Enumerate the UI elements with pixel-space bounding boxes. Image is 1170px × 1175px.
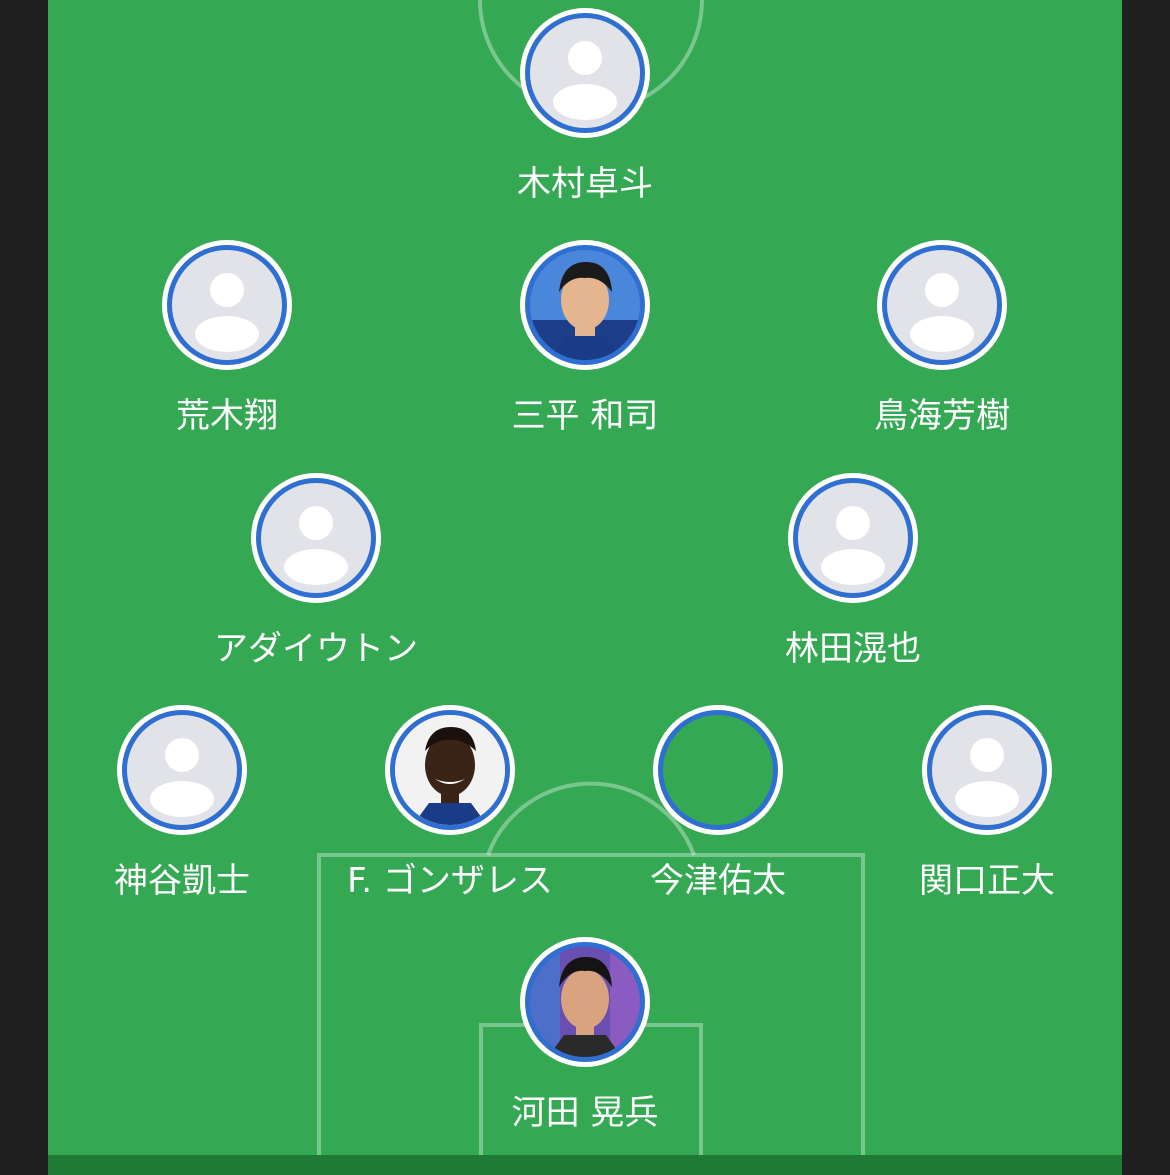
player-name: 関口正大 bbox=[919, 861, 1055, 901]
player-card-hayashida[interactable]: 林田滉也 bbox=[733, 473, 973, 669]
player-card-chokai[interactable]: 鳥海芳樹 bbox=[822, 240, 1062, 436]
player-card-sekiguchi[interactable]: 関口正大 bbox=[867, 705, 1107, 901]
player-avatar bbox=[653, 705, 783, 835]
player-card-kimura[interactable]: 木村卓斗 bbox=[465, 8, 705, 204]
player-avatar bbox=[162, 240, 292, 370]
person-placeholder-icon bbox=[284, 506, 348, 585]
player-name: 三平 和司 bbox=[511, 396, 659, 436]
player-avatar bbox=[788, 473, 918, 603]
person-placeholder-icon bbox=[150, 738, 214, 817]
player-card-adaiton[interactable]: アダイウトン bbox=[196, 473, 436, 669]
player-avatar bbox=[117, 705, 247, 835]
player-name: 荒木翔 bbox=[176, 396, 278, 436]
player-photo bbox=[530, 250, 640, 360]
person-placeholder-icon bbox=[821, 506, 885, 585]
player-card-kawata[interactable]: 河田 晃兵 bbox=[465, 937, 705, 1133]
player-card-mihira[interactable]: 三平 和司 bbox=[465, 240, 705, 436]
player-name: 今津佑太 bbox=[650, 861, 786, 901]
player-photo bbox=[395, 715, 505, 825]
player-name: F. ゴンザレス bbox=[347, 861, 553, 901]
person-placeholder-icon bbox=[553, 41, 617, 120]
player-card-gonzalez[interactable]: F. ゴンザレス bbox=[330, 705, 570, 901]
player-name: 木村卓斗 bbox=[517, 164, 653, 204]
player-card-imazu[interactable]: 今津佑太 bbox=[598, 705, 838, 901]
player-name: 林田滉也 bbox=[785, 629, 921, 669]
player-avatar bbox=[520, 240, 650, 370]
player-avatar bbox=[385, 705, 515, 835]
person-placeholder-icon bbox=[910, 273, 974, 352]
player-name: アダイウトン bbox=[214, 629, 418, 669]
player-avatar bbox=[520, 8, 650, 138]
player-name: 河田 晃兵 bbox=[511, 1093, 659, 1133]
pitch-bottom-stripe bbox=[48, 1155, 1122, 1175]
empty-avatar bbox=[663, 715, 773, 825]
lineup-pitch: 木村卓斗 荒木翔 bbox=[48, 0, 1122, 1175]
player-card-kamiya[interactable]: 神谷凱士 bbox=[62, 705, 302, 901]
person-placeholder-icon bbox=[195, 273, 259, 352]
player-avatar bbox=[877, 240, 1007, 370]
player-photo bbox=[530, 947, 640, 1057]
player-avatar bbox=[251, 473, 381, 603]
person-placeholder-icon bbox=[955, 738, 1019, 817]
player-avatar bbox=[520, 937, 650, 1067]
player-name: 鳥海芳樹 bbox=[874, 396, 1010, 436]
player-card-araki[interactable]: 荒木翔 bbox=[107, 240, 347, 436]
player-name: 神谷凱士 bbox=[114, 861, 250, 901]
player-avatar bbox=[922, 705, 1052, 835]
